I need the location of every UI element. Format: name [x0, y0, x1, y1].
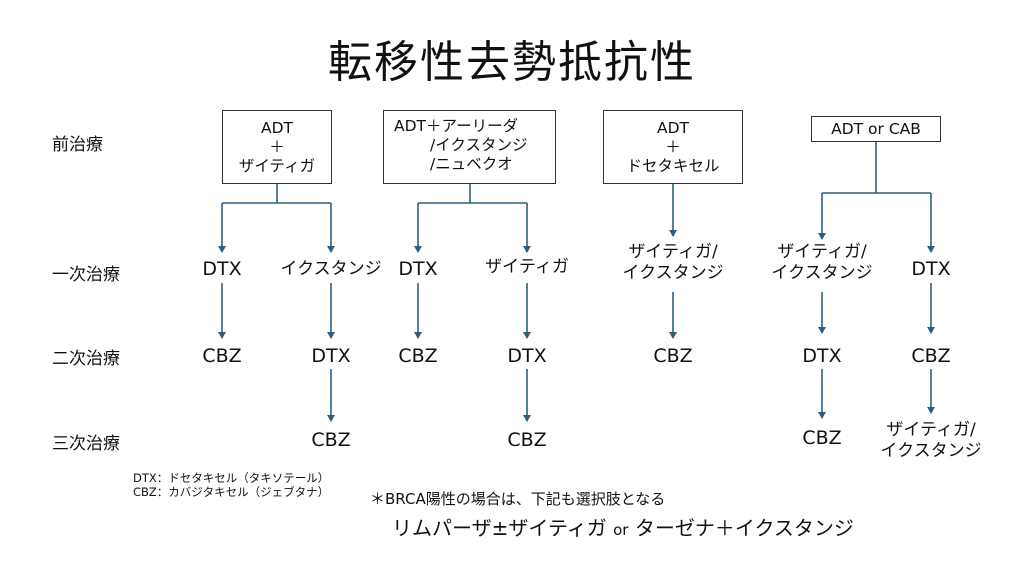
- connector-line: [222, 184, 331, 204]
- node-line: イクスタンジ: [880, 441, 982, 461]
- connector-line: [822, 142, 931, 194]
- node-c2-first-line: イクスタンジ: [280, 259, 382, 279]
- pre-treatment-box-1: ADT ＋ ザイティガ: [222, 110, 332, 184]
- pre-treatment-box-3: ADT ＋ ドセタキセル: [603, 110, 743, 184]
- node-c6-first-line: ザイティガ/ イクスタンジ: [771, 242, 872, 284]
- node-c1-second-line: CBZ: [202, 345, 242, 367]
- legend-item-dtx: DTX：ドセタキセル（タキソテール）: [133, 471, 330, 485]
- node-c5-second-line: CBZ: [653, 345, 693, 367]
- abbreviation-legend: DTX：ドセタキセル（タキソテール） CBZ：カバジタキセル（ジェブタナ）: [133, 471, 329, 499]
- row-label-second-line: 二次治療: [52, 349, 120, 369]
- row-label-pre-treatment: 前治療: [52, 135, 103, 155]
- box-line: /ニュベクオ: [430, 155, 513, 173]
- pre-treatment-box-2: ADT＋アーリーダ /イクスタンジ /ニュベクオ: [383, 110, 556, 184]
- box-line: ADT: [260, 119, 293, 137]
- node-c6-third-line: CBZ: [802, 427, 842, 449]
- node-c6-second-line: DTX: [802, 345, 842, 367]
- or-connector: or: [613, 521, 629, 539]
- node-c2-third-line: CBZ: [311, 429, 351, 451]
- node-c7-first-line: DTX: [911, 258, 951, 280]
- brca-option-1: リムパーザ±ザイティガ: [392, 516, 607, 540]
- node-c3-first-line: DTX: [398, 258, 438, 280]
- diagram-title: 転移性去勢抵抗性: [328, 37, 696, 88]
- box-line: ADT or CAB: [831, 120, 921, 138]
- box-line: ADT: [656, 119, 689, 137]
- node-c5-first-line: ザイティガ/ イクスタンジ: [622, 242, 723, 284]
- row-label-first-line: 一次治療: [52, 265, 120, 285]
- box-line: ザイティガ: [238, 157, 316, 175]
- node-c4-third-line: CBZ: [507, 429, 547, 451]
- brca-options: リムパーザ±ザイティガ or ターゼナ＋イクスタンジ: [392, 512, 854, 541]
- node-c7-second-line: CBZ: [911, 345, 951, 367]
- box-line: /イクスタンジ: [430, 136, 528, 154]
- node-c7-third-line: ザイティガ/ イクスタンジ: [880, 420, 981, 462]
- row-label-third-line: 三次治療: [52, 434, 120, 454]
- brca-note: ＊BRCA陽性の場合は、下記も選択肢となる: [370, 490, 666, 508]
- node-line: ザイティガ/: [886, 420, 976, 440]
- node-c1-first-line: DTX: [202, 258, 242, 280]
- brca-option-2: ターゼナ＋イクスタンジ: [634, 516, 854, 540]
- node-line: イクスタンジ: [771, 263, 873, 283]
- box-line: ドセタキセル: [626, 157, 720, 175]
- legend-item-cbz: CBZ：カバジタキセル（ジェブタナ）: [133, 485, 330, 499]
- node-line: イクスタンジ: [622, 263, 724, 283]
- node-line: ザイティガ/: [777, 242, 867, 262]
- box-line: ADT＋アーリーダ: [394, 117, 519, 135]
- pre-treatment-box-4: ADT or CAB: [811, 116, 941, 142]
- box-line: ＋: [665, 138, 681, 156]
- node-c2-second-line: DTX: [311, 345, 351, 367]
- node-c4-second-line: DTX: [507, 345, 547, 367]
- box-line: ＋: [269, 138, 285, 156]
- node-c4-first-line: ザイティガ: [485, 257, 569, 277]
- connector-line: [418, 184, 527, 204]
- node-c3-second-line: CBZ: [398, 345, 438, 367]
- node-line: ザイティガ/: [628, 242, 718, 262]
